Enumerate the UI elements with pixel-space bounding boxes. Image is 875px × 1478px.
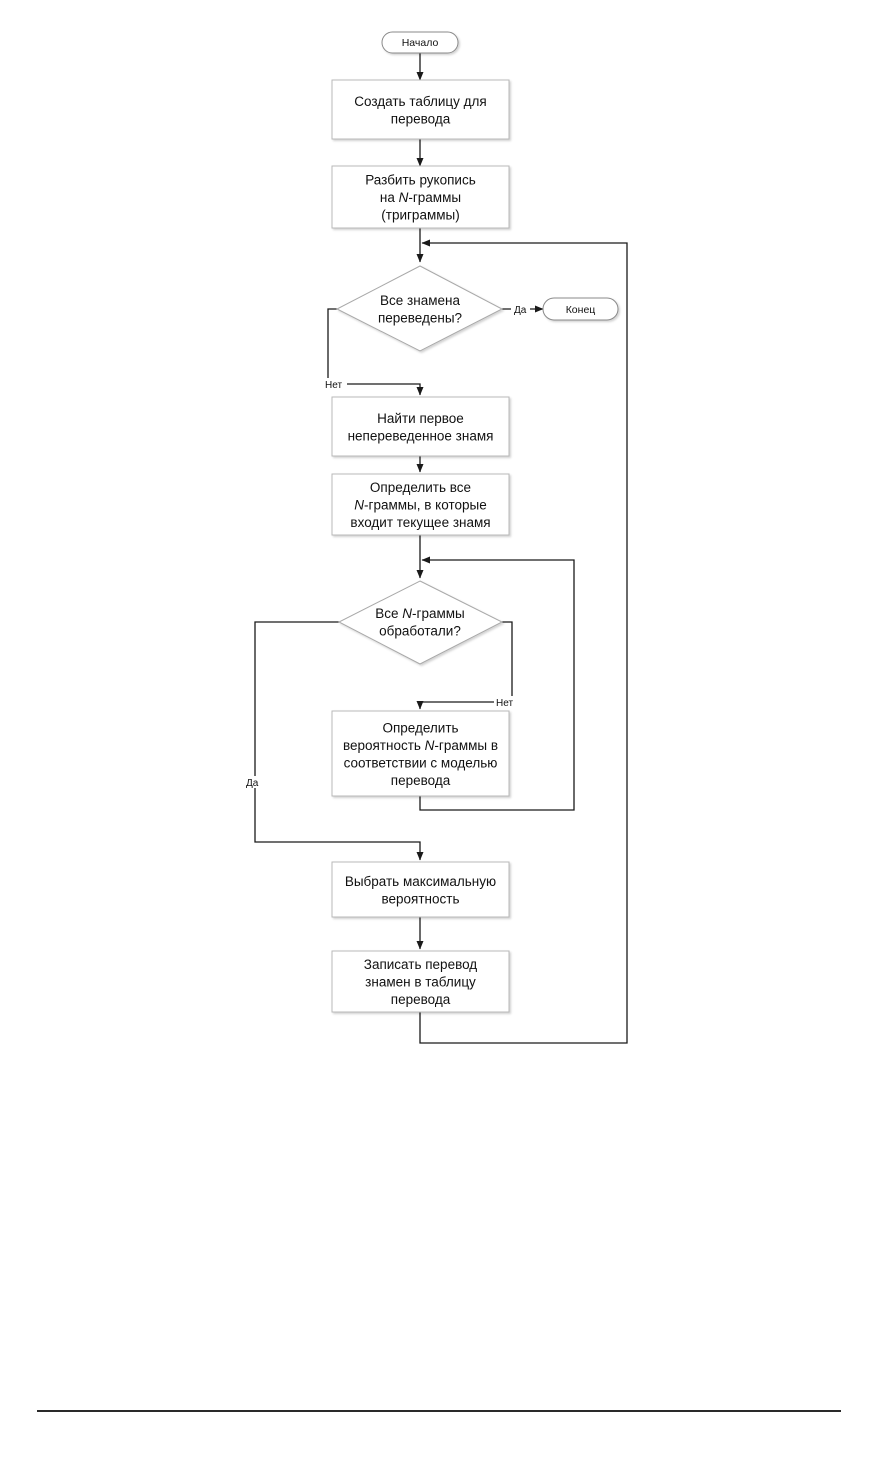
label-yes-2: Да xyxy=(246,778,259,789)
label-bg xyxy=(324,378,347,390)
arrow-probability-loop-back xyxy=(419,556,575,811)
start-terminator: Начало xyxy=(381,31,459,54)
label-no-2: Нет xyxy=(496,698,513,709)
label-bg xyxy=(511,303,530,315)
start-label: Начало xyxy=(402,37,439,49)
label-no-1: Нет xyxy=(325,380,342,391)
label-bg xyxy=(245,776,263,788)
end-terminator: Конец xyxy=(542,297,619,321)
arrow-write-loop-back xyxy=(419,239,628,1044)
label-bg xyxy=(494,696,518,708)
label-yes-1: Да xyxy=(514,305,527,316)
footer-rule xyxy=(37,1410,841,1412)
end-label: Конец xyxy=(566,304,596,316)
arrow-decision2-yes xyxy=(254,621,424,861)
